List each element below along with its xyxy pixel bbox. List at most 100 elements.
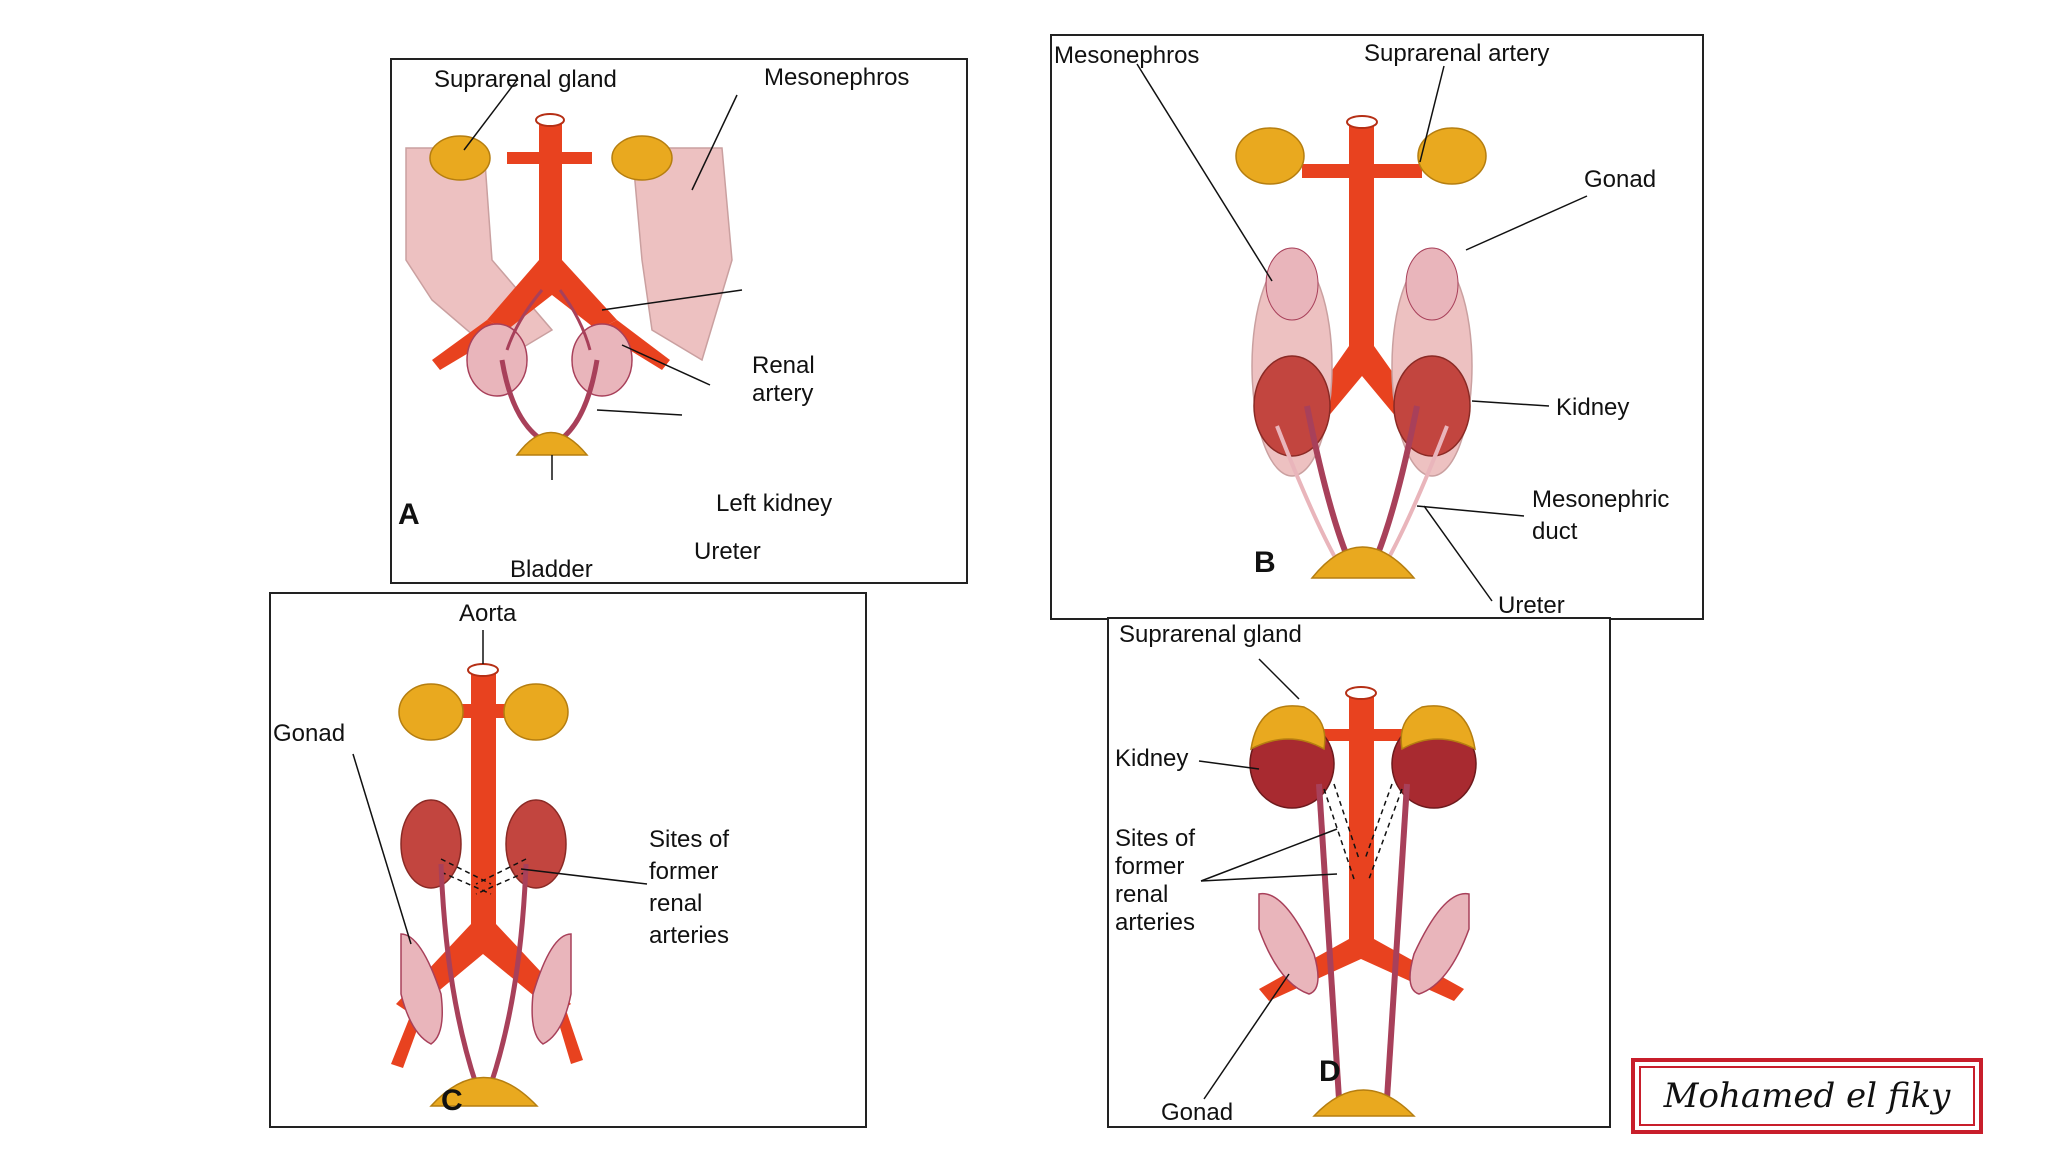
gonad-left: [1265, 247, 1319, 321]
label-left-kidney: Left kidney: [716, 490, 833, 517]
label-renal-artery-line2: artery: [752, 380, 814, 407]
aorta-lumen: [467, 663, 499, 677]
panel-d: Suprarenal gland Kidney Sites of former …: [1107, 617, 1611, 1128]
label-gonad: Gonad: [273, 720, 346, 747]
leader-mesonephros: [1136, 63, 1273, 282]
panel-letter-d: D: [1319, 1055, 1341, 1088]
panel-a: Suprarenal gland Mesonephros Renal arter…: [390, 58, 968, 584]
ureter-right: [488, 863, 529, 1085]
aorta: [487, 120, 617, 330]
kidney-right-side: [466, 323, 528, 397]
aorta-lumen: [1346, 115, 1378, 129]
suprarenal-gland-right: [1417, 127, 1487, 185]
leader-kidney: [1471, 400, 1550, 407]
panel-letter-b: B: [1254, 546, 1276, 579]
panel-letter-a: A: [398, 498, 420, 531]
leader-mesonephric-duct: [1416, 505, 1525, 517]
label-sites-line1: Sites of: [649, 826, 730, 853]
panel-d-illustration: [1198, 658, 1477, 1117]
panel-b-illustration: [1136, 63, 1588, 602]
aorta: [1259, 693, 1464, 1001]
leader-left-kidney: [621, 344, 711, 386]
kidney-right: [505, 799, 567, 889]
mesonephric-duct-right: [1385, 425, 1449, 562]
ureter-left: [1316, 783, 1342, 1100]
label-gonad: Gonad: [1161, 1099, 1234, 1126]
kidney-right: [1393, 355, 1471, 457]
label-mesonephric-duct-line2: duct: [1532, 518, 1578, 545]
leader-renal-artery: [601, 289, 743, 311]
leader-ureter: [596, 409, 683, 416]
renal-artery-right-side: [505, 289, 544, 351]
label-suprarenal-gland: Suprarenal gland: [1119, 621, 1302, 648]
ureter-right: [1384, 783, 1410, 1100]
suprarenal-gland-right: [611, 135, 673, 181]
label-sites-line4: arteries: [1115, 909, 1196, 936]
leader-ureter: [1423, 505, 1493, 602]
bladder: [1310, 546, 1416, 579]
label-gonad: Gonad: [1584, 166, 1657, 193]
ureter-right: [1374, 405, 1420, 558]
bladder: [515, 431, 589, 456]
panel-a-illustration: [405, 79, 743, 480]
kidney-left: [400, 799, 462, 889]
mesonephric-duct-left: [1275, 425, 1339, 562]
label-ureter: Ureter: [1498, 592, 1565, 619]
leader-suprarenal-artery: [1419, 65, 1445, 163]
suprarenal-gland-left: [429, 135, 491, 181]
leader-suprarenal-gland: [463, 79, 518, 151]
panel-c: Aorta Gonad Sites of former renal arteri…: [269, 592, 867, 1128]
leader-gonad: [352, 753, 412, 945]
label-sites-line3: renal: [1115, 881, 1169, 908]
aorta: [1272, 122, 1452, 466]
label-aorta: Aorta: [459, 600, 517, 627]
label-sites-line4: arteries: [649, 922, 730, 949]
former-renal-artery-right: [475, 858, 527, 895]
aorta-lumen: [1345, 686, 1377, 700]
suprarenal-gland-left: [1235, 127, 1305, 185]
suprarenal-gland-right: [1400, 705, 1476, 751]
gonad-left: [1258, 892, 1319, 995]
leader-sites-former-renal-arteries-1: [1200, 828, 1338, 882]
ureter-left: [438, 863, 479, 1085]
kidney-left: [1253, 355, 1331, 457]
suprarenal-gland-left: [1250, 705, 1326, 751]
leader-suprarenal-gland: [1258, 658, 1300, 700]
aorta: [396, 670, 571, 1014]
leader-kidney: [1198, 760, 1260, 770]
label-mesonephros: Mesonephros: [764, 64, 910, 91]
suprarenal-gland-right: [503, 683, 569, 741]
label-kidney: Kidney: [1556, 394, 1630, 421]
leader-gonad: [1203, 973, 1290, 1100]
bladder: [1312, 1089, 1416, 1117]
gonad-left: [400, 933, 443, 1045]
leader-sites-former-renal-arteries-2: [1200, 873, 1338, 882]
mesonephros-right: [631, 147, 733, 362]
leader-gonad: [1465, 195, 1588, 251]
iliac-right: [556, 1010, 583, 1064]
leader-mesonephros: [691, 94, 738, 191]
former-renal-artery-right: [1364, 783, 1403, 880]
label-sites-line2: former: [1115, 853, 1185, 880]
signature-text: Mohamed el fiky: [1663, 1076, 1951, 1116]
ureter-right-side: [499, 359, 544, 443]
label-sites-line3: renal: [649, 890, 703, 917]
label-ureter: Ureter: [694, 538, 761, 565]
ureter-left: [1304, 405, 1350, 558]
leader-sites-former-renal-arteries: [520, 868, 648, 885]
gonad-right: [1405, 247, 1459, 321]
label-renal-artery-line1: Renal: [752, 352, 815, 379]
panel-b: Mesonephros Suprarenal artery Gonad Kidn…: [1050, 34, 1704, 620]
label-suprarenal-artery: Suprarenal artery: [1364, 40, 1550, 67]
aorta-lumen: [535, 113, 565, 127]
suprarenal-gland-left: [398, 683, 464, 741]
label-suprarenal-gland: Suprarenal gland: [434, 66, 617, 93]
panel-letter-c: C: [441, 1084, 463, 1117]
signature-inner-frame: Mohamed el fiky: [1639, 1066, 1975, 1126]
signature-box: Mohamed el fiky: [1631, 1058, 1983, 1134]
panel-c-illustration: [352, 630, 648, 1107]
label-sites-line2: former: [649, 858, 719, 885]
left-kidney: [571, 323, 633, 397]
renal-artery-left: [558, 289, 592, 351]
gonad-right: [1409, 892, 1470, 995]
